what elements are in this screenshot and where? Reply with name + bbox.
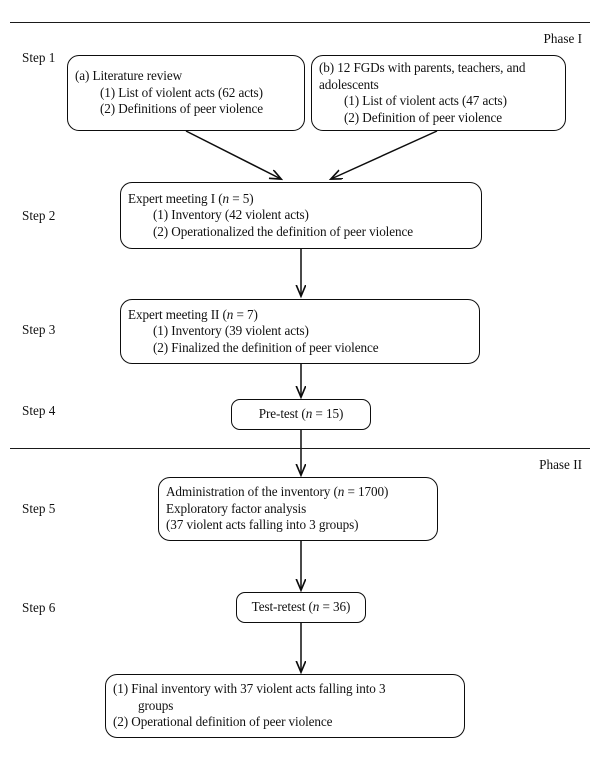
heading-prefix: Expert meeting II ( [128,306,227,322]
node-heading: Test-retest (n = 36) [252,599,351,616]
phase-label-1: Phase I [543,31,582,46]
node-line: (b) 12 FGDs with parents, teachers, and [319,60,526,75]
heading-prefix: Expert meeting I ( [128,190,223,206]
node-expert-meeting-2[interactable]: Expert meeting II (n = 7) (1) Inventory … [120,299,480,364]
step-label-6: Step 6 [22,600,56,615]
node-final-inventory[interactable]: (1) Final inventory with 37 violent acts… [105,674,465,738]
heading-prefix: Pre-test ( [258,406,306,422]
node-line: (a) Literature review [75,68,182,84]
node-expert-meeting-1[interactable]: Expert meeting I (n = 5) (1) Inventory (… [120,182,482,249]
heading-suffix: = 5) [229,190,254,206]
node-fgds[interactable]: (b) 12 FGDs with parents, teachers, and … [311,55,566,131]
step-label-1: Step 1 [22,50,56,65]
heading-italic-n: n [305,406,313,422]
node-line: (1) Inventory (39 violent acts) [153,323,309,339]
heading-prefix: Test-retest ( [251,599,313,615]
heading-suffix: = 15) [312,406,344,422]
node-test-retest[interactable]: Test-retest (n = 36) [236,592,366,623]
heading-suffix: = 1700) [344,484,389,500]
node-line: (2) Operationalized the definition of pe… [153,223,414,239]
heading-italic-n: n [226,306,234,322]
node-heading: Administration of the inventory (n = 170… [166,484,430,501]
step-label-3: Step 3 [22,322,56,337]
node-line: (2) Definitions of peer violence [100,101,264,117]
node-heading: Expert meeting I (n = 5) [128,191,474,208]
heading-italic-n: n [222,190,230,206]
node-line: (2) Definition of peer violence [344,109,503,125]
phase-label-2: Phase II [539,457,582,472]
heading-suffix: = 36) [319,599,351,615]
heading-italic-n: n [312,599,320,615]
heading-prefix: Administration of the inventory ( [166,484,338,500]
step-label-5: Step 5 [22,501,56,516]
node-line: (1) List of violent acts (47 acts) [344,93,507,108]
node-line: (1) List of violent acts (62 acts) [100,84,263,100]
step-label-4: Step 4 [22,403,56,418]
node-heading: Pre-test (n = 15) [259,406,344,423]
node-heading: Expert meeting II (n = 7) [128,307,472,324]
node-administration[interactable]: Administration of the inventory (n = 170… [158,477,438,541]
node-literature-review[interactable]: (a) Literature review (1) List of violen… [67,55,305,131]
node-pre-test[interactable]: Pre-test (n = 15) [231,399,371,430]
node-line: (37 violent acts falling into 3 groups) [166,517,359,533]
heading-suffix: = 7) [233,306,258,322]
node-line: groups [138,697,174,713]
node-line: Exploratory factor analysis [166,500,307,516]
node-line: (2) Finalized the definition of peer vio… [153,339,379,355]
node-line: (1) Final inventory with 37 violent acts… [113,681,386,697]
node-line: (1) Inventory (42 violent acts) [153,207,309,223]
heading-italic-n: n [337,484,345,500]
phase-divider-rule [10,448,590,449]
node-line: (2) Operational definition of peer viole… [113,714,333,730]
top-rule [10,22,590,23]
node-line: adolescents [319,76,379,92]
step-label-2: Step 2 [22,208,56,223]
